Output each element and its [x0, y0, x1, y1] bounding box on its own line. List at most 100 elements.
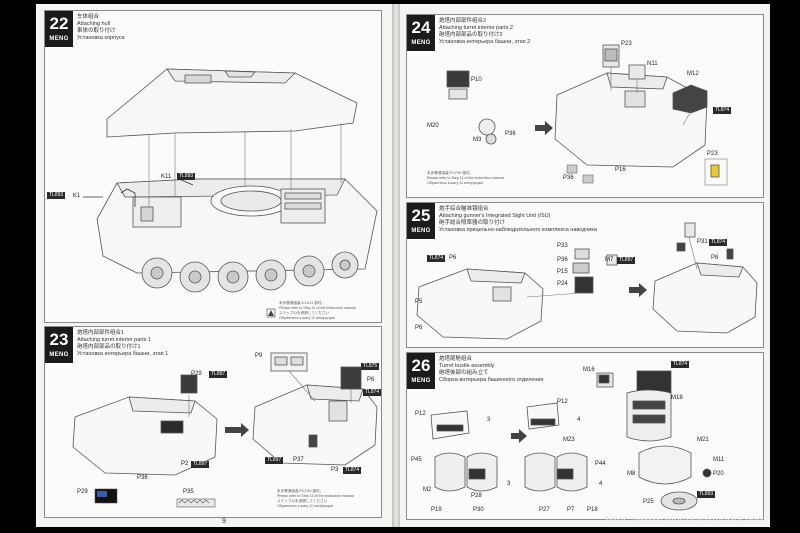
part-label-p16: P16 [615, 167, 626, 173]
part-label-p23-b: P23 [707, 151, 718, 157]
note-line-1: 本步骤请组装 P1-P40 部件。 [277, 489, 324, 493]
part-label-m20: M20 [427, 123, 439, 129]
book-gutter [392, 4, 400, 527]
note-line-4: Обратитесь к шагу 11 инструкции [279, 316, 335, 320]
part-label-p20: P20 [713, 471, 724, 477]
part-label-m8: M8 [627, 471, 636, 477]
step-title-jp: 砲手総合照準器の取り付け [439, 220, 506, 226]
step-title-ru: Установка интерьера башни, этап 2 [439, 39, 531, 45]
part-label-p15: P15 [557, 269, 568, 275]
step-title-jp: 砲塔後部の組み立て [439, 370, 489, 376]
step-number: 26 [411, 356, 431, 375]
manual-page-left: 22 MENG 车体组合 Attaching hull 車体の取り付け Уста… [36, 4, 392, 527]
paint-mark-tl874-p31: TL874 [709, 239, 728, 246]
part-label-p5: P5 [415, 299, 423, 305]
part-label-p8: P8 [711, 255, 719, 261]
paint-mark-tl893: TL893 [697, 491, 716, 498]
part-label-p23: P23 [621, 41, 632, 47]
step-title-ru: Установка корпуса [77, 35, 125, 41]
step-title-zh: 炮塔内部部件组合1 [77, 330, 125, 336]
part-label-p36: P36 [137, 475, 148, 481]
step-title-ru: Сборка интерьера башенного отделения [439, 377, 544, 383]
paint-mark-tl874-p3: TL874 [343, 467, 362, 474]
step-title-jp: 車体の取り付け [77, 28, 116, 34]
part-label-p10: P10 [471, 77, 482, 83]
part-label-p36: P36 [505, 131, 516, 137]
step-number-badge: 25 MENG [407, 203, 435, 239]
part-label-n11: N11 [647, 61, 658, 67]
note-line-3: Обратитесь к шагу 11 инструкции [427, 181, 483, 185]
part-label-m2: M2 [423, 487, 432, 493]
part-label-p7: P7 [567, 507, 575, 513]
step-number-badge: 24 MENG [407, 15, 435, 51]
part-label-m7: M7 [605, 257, 614, 263]
part-label-m11: M11 [713, 457, 725, 463]
step-23-panel: 23 MENG 炮塔内部部件组合1 Attaching turret inter… [44, 326, 382, 518]
part-label-m12: M12 [687, 71, 699, 77]
step-24-panel: 24 MENG 炮塔内部部件组合2 Attaching turret inter… [406, 14, 764, 198]
paint-mark-tl875: TL875 [361, 363, 380, 370]
part-label-m16: M16 [583, 367, 595, 373]
step-title-en: Attaching gunner's Integrated Sight Unit… [439, 213, 551, 219]
part-label-p6-b: P6 [415, 325, 423, 331]
note-line-1: 本步骤请组装 P1-P40 部件。 [427, 171, 474, 175]
step-title-ru: Установка интерьера башни, этап 1 [77, 351, 169, 357]
step-number: 25 [411, 206, 431, 225]
part-label-p25: P25 [643, 499, 654, 505]
turret-bustle-drawing [430, 370, 712, 511]
step-title-en: Attaching turret interior parts 2 [439, 25, 513, 31]
brand-logo: MENG [411, 40, 431, 46]
part-label-m3: M3 [473, 137, 482, 143]
part-label-p45: P45 [411, 457, 422, 463]
part-label-p12: P12 [415, 411, 426, 417]
step-number: 22 [49, 14, 69, 33]
part-label-p12-b: P12 [557, 399, 568, 405]
paint-mark-tl874-p6: TL874 [427, 255, 446, 262]
part-label-m21: M21 [697, 437, 709, 443]
note-line-2: Please refer to Step 11 of the instructi… [279, 306, 356, 310]
step-title-en: Attaching turret interior parts 1 [77, 337, 151, 343]
step-title-en: Attaching hull [77, 21, 111, 27]
part-label-p30: P30 [473, 507, 484, 513]
part-label-p35: P35 [183, 489, 194, 495]
part-label-k11: K11 [161, 174, 172, 180]
note-line-2: Please refer to Step 11 of the instructi… [277, 494, 354, 498]
sight-unit-drawing [416, 222, 758, 340]
part-label-p2: P2 [181, 461, 189, 467]
brand-logo: MENG [411, 378, 431, 384]
part-label-p6: P6 [367, 377, 375, 383]
step-title-zh: 炮塔内部部件组合2 [439, 18, 487, 24]
page-number: 9 [222, 518, 226, 525]
manual-page-right: 24 MENG 炮塔内部部件组合2 Attaching turret inter… [400, 4, 770, 527]
step-title-ru: Установка прицельно-наблюдательного комп… [439, 227, 597, 233]
part-label-p3: P3 [331, 467, 339, 473]
watermark-url: https://www.metaltankmodel.com [605, 515, 766, 527]
part-label-m23: M23 [563, 437, 575, 443]
step-title-zh: 车体组合 [77, 14, 100, 20]
part-label-p24: P24 [557, 281, 568, 287]
note-line-3: ステップ11を参照してください [279, 311, 330, 315]
part-label-p9: P9 [255, 353, 263, 359]
part-label-p19: P19 [431, 507, 442, 513]
part-label-p33: P33 [557, 243, 568, 249]
paint-mark-tl897-p37: TL897 [265, 457, 284, 464]
note-line-2: Please refer to Step 11 of the instructi… [427, 176, 504, 180]
step-22-panel: 22 MENG 车体组合 Attaching hull 車体の取り付け Уста… [44, 10, 382, 323]
part-label-p18: P18 [587, 507, 598, 513]
vs-label-4: 4 [577, 417, 581, 423]
step-number-badge: 22 MENG [45, 11, 73, 47]
step-title-zh: 炮塔尾舱组合 [439, 356, 473, 362]
part-label-p6: P6 [449, 255, 457, 261]
step-number: 24 [411, 18, 431, 37]
vs-label-4b: 4 [599, 481, 603, 487]
part-label-p36-b: P36 [563, 175, 574, 181]
step-number: 23 [49, 330, 69, 349]
part-label-p36: P36 [557, 257, 568, 263]
brand-logo: MENG [49, 352, 69, 358]
part-label-p29-bottom: P29 [77, 489, 88, 495]
part-label-p31: P31 [697, 239, 708, 245]
note-line-4: Обратитесь к шагу 11 инструкции [277, 504, 333, 508]
step-title-en: Turret bustle assembly [439, 363, 495, 369]
brand-logo: MENG [49, 36, 69, 42]
step-number-badge: 23 MENG [45, 327, 73, 363]
